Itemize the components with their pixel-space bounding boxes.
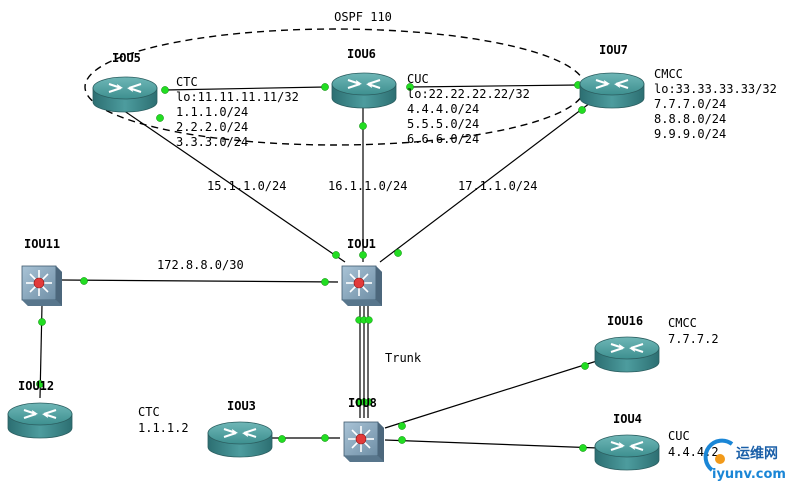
link-iou8-iou16: [384, 359, 601, 429]
iou6-route-3: 5.5.5.0/24: [407, 117, 479, 131]
iou5-info: CTC lo:11.11.11.11/32 1.1.1.0/24 2.2.2.0…: [176, 75, 299, 149]
iou7-info: CMCC lo:33.33.33.33/32 7.7.7.0/24 8.8.8.…: [654, 67, 777, 141]
ospf-title: OSPF 110: [334, 10, 392, 24]
iou5-route-1: lo:11.11.11.11/32: [176, 90, 299, 104]
router-iou3[interactable]: [207, 421, 273, 458]
iou3-isp: CTC: [138, 405, 160, 419]
router-iou6[interactable]: [331, 72, 397, 109]
iou7-route-3: 8.8.8.0/24: [654, 112, 726, 126]
watermark-text: 运维网: [736, 445, 778, 462]
link-iou6-iou7: [409, 84, 579, 88]
subnet-iou5-iou1: 15.1.1.0/24: [207, 179, 286, 193]
iou7-isp: CMCC: [654, 67, 683, 81]
watermark: 运维网 iyunv.com: [703, 438, 786, 482]
iou7-route-4: 9.9.9.0/24: [654, 127, 726, 141]
iou16-isp: CMCC: [668, 316, 697, 330]
watermark-dot-icon: [715, 454, 725, 464]
iou5-route-4: 3.3.3.0/24: [176, 135, 248, 149]
iou4-isp: CUC: [668, 429, 690, 443]
link-iou5-iou6: [164, 86, 326, 91]
link-iou8-iou4: [384, 439, 599, 449]
iou5-route-3: 2.2.2.0/24: [176, 120, 248, 134]
iou12-name: IOU12: [18, 379, 54, 393]
watermark-url: iyunv.com: [712, 467, 786, 482]
trunk-label: Trunk: [385, 351, 422, 365]
iou8-name: IOU8: [348, 396, 377, 410]
iou6-route-2: 4.4.4.0/24: [407, 102, 479, 116]
port-markers: [36, 81, 589, 452]
router-iou5[interactable]: [92, 76, 158, 113]
iou11-name: IOU11: [24, 237, 60, 251]
iou16-name: IOU16: [607, 314, 643, 328]
switch-iou1[interactable]: [341, 265, 383, 307]
iou3-name: IOU3: [227, 399, 256, 413]
watermark-logo-icon: [703, 438, 734, 472]
iou7-route-2: 7.7.7.0/24: [654, 97, 726, 111]
iou6-route-1: lo:22.22.22.22/32: [407, 87, 530, 101]
iou6-isp: CUC: [407, 72, 429, 86]
router-iou4[interactable]: [594, 434, 660, 471]
iou6-route-4: 6.6.6.0/24: [407, 132, 479, 146]
iou5-route-2: 1.1.1.0/24: [176, 105, 248, 119]
subnet-iou6-iou1: 16.1.1.0/24: [328, 179, 407, 193]
subnet-iou11-iou1: 172.8.8.0/30: [157, 258, 244, 272]
iou6-name: IOU6: [347, 47, 376, 61]
router-iou7[interactable]: [579, 72, 645, 109]
link-iou5-iou1: [119, 107, 346, 263]
iou1-name: IOU1: [347, 237, 376, 251]
switch-iou11[interactable]: [21, 265, 63, 307]
link-iou11-iou1: [61, 279, 339, 283]
iou3-ip: 1.1.1.2: [138, 421, 189, 435]
iou6-info: CUC lo:22.22.22.22/32 4.4.4.0/24 5.5.5.0…: [407, 72, 530, 146]
link-iou7-iou1: [379, 102, 591, 263]
iou16-ip: 7.7.7.2: [668, 332, 719, 346]
iou4-name: IOU4: [613, 412, 642, 426]
iou5-isp: CTC: [176, 75, 198, 89]
subnet-iou7-iou1: 17.1.1.0/24: [458, 179, 537, 193]
router-iou12[interactable]: [7, 402, 73, 439]
iou5-name: IOU5: [112, 51, 141, 65]
links: [39, 84, 601, 449]
iou7-route-1: lo:33.33.33.33/32: [654, 82, 777, 96]
switch-iou8[interactable]: [343, 421, 385, 463]
iou7-name: IOU7: [599, 43, 628, 57]
router-iou16[interactable]: [594, 336, 660, 373]
